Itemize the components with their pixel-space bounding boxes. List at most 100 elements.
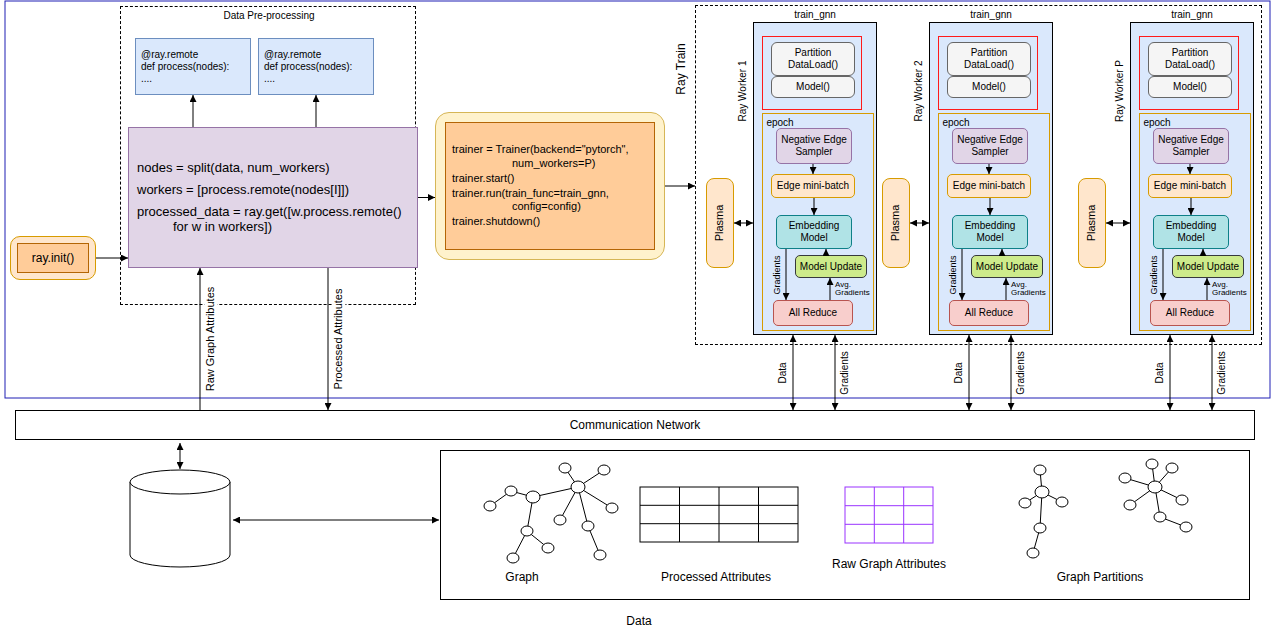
box-heading: Plasma <box>889 205 902 242</box>
database-symbol <box>130 470 230 567</box>
edge-label-holder: Gradients <box>947 254 958 295</box>
connector <box>962 249 963 300</box>
box-heading: Ray Worker P <box>1114 60 1126 122</box>
connector <box>193 95 194 127</box>
update-box: Model Update <box>795 255 867 278</box>
label-holder: Ray Train <box>674 43 688 94</box>
text-area: Embedding Model <box>1154 216 1228 248</box>
edge-label: Gradients <box>839 350 851 395</box>
epoch-loop: epochNegative Edge SamplerEdge mini-batc… <box>762 113 874 331</box>
label-holder: epoch <box>1143 117 1170 129</box>
allreduce-box: All Reduce <box>773 300 853 326</box>
text-area: Negative Edge Sampler <box>953 129 1027 163</box>
database-top <box>130 470 230 494</box>
box-text: Partition DataLoad() <box>775 47 851 71</box>
box-heading: epoch <box>1143 117 1170 129</box>
dashed-group: Data Pre-processing @ray.remotedef proces… <box>120 6 416 305</box>
box-text: All Reduce <box>965 307 1013 319</box>
edge-label-holder: Gradients <box>1015 350 1027 395</box>
label-holder: epoch <box>766 117 793 129</box>
connector <box>665 186 695 187</box>
edge-label: Processed Attributes <box>332 288 345 391</box>
text-area: @ray.remotedef process(nodes):.... <box>136 39 250 94</box>
edge-label: Gradients <box>771 254 782 295</box>
connector <box>1191 198 1192 215</box>
box-text: Edge mini-batch <box>1154 180 1226 192</box>
edge-label-holder: Data <box>953 361 965 384</box>
box-heading: epoch <box>766 117 793 129</box>
text-area: Embedding Model <box>953 216 1027 248</box>
text-area: Negative Edge Sampler <box>777 129 851 163</box>
connector <box>734 223 753 224</box>
text-area: Model() <box>772 77 854 97</box>
graph-vertex <box>505 486 517 496</box>
box-heading: Data <box>626 614 651 628</box>
edge-label: Data <box>953 361 965 384</box>
box-heading: Ray Worker 2 <box>913 61 925 122</box>
sampler-box: Negative Edge Sampler <box>952 128 1028 164</box>
box-text: Communication Network <box>570 418 701 432</box>
box-text: All Reduce <box>1166 307 1214 319</box>
connector <box>835 335 836 410</box>
box-heading: Ray Train <box>674 43 688 94</box>
box-text: trainer.start() <box>452 172 648 185</box>
edge-label: Gradients <box>1015 350 1027 395</box>
box-text: trainer = Trainer(backend="pytorch", num… <box>452 143 648 169</box>
box-text: Partition DataLoad() <box>1152 47 1228 71</box>
box-text: Embedding Model <box>1157 220 1225 244</box>
connector <box>96 258 128 259</box>
sampler-box: Negative Edge Sampler <box>1153 128 1229 164</box>
text-area: All Reduce <box>950 301 1028 325</box>
text-area: Partition DataLoad() <box>772 43 854 75</box>
text-area: Partition DataLoad() <box>1149 43 1231 75</box>
label-holder: Data Pre-processing <box>223 10 314 22</box>
table-frame <box>845 487 933 543</box>
text-area: Edge mini-batch <box>1149 175 1231 197</box>
box-text: ray.init() <box>32 251 74 265</box>
graph-edges <box>1125 464 1186 527</box>
graph-vertex <box>554 515 566 525</box>
connector <box>813 164 814 174</box>
edge-label: Data <box>1154 361 1166 384</box>
allreduce-box: All Reduce <box>1150 300 1230 326</box>
connector <box>793 335 794 410</box>
box-text: Negative Edge Sampler <box>780 134 848 158</box>
edge-label-holder: Data <box>1154 361 1166 384</box>
edge-label: Gradients <box>1216 350 1228 395</box>
edge-label-holder: Data <box>777 361 789 384</box>
edge-label: Avg. Gradients <box>834 281 872 298</box>
connector <box>1190 164 1191 174</box>
graph-vertex <box>1180 522 1192 532</box>
label-holder: train_gnn <box>970 9 1012 21</box>
edge-label-holder: Processed Attributes <box>332 288 345 391</box>
text-area: All Reduce <box>1151 301 1229 325</box>
box-text: nodes = split(data, num_workers) <box>137 160 409 176</box>
edge-label-holder: Gradients <box>839 350 851 395</box>
text-area: Model Update <box>796 256 866 277</box>
update-box: Model Update <box>1172 255 1244 278</box>
box-heading: train_gnn <box>970 9 1012 21</box>
edge-label-holder: Raw Graph Attributes <box>204 286 217 393</box>
graph-vertex <box>484 501 496 511</box>
graph-vertex <box>1019 498 1031 508</box>
text-area: Edge mini-batch <box>948 175 1030 197</box>
embedding-box: Embedding Model <box>776 215 852 249</box>
plasma-store: Plasma <box>706 178 734 268</box>
box-text: Model() <box>972 81 1006 93</box>
connector <box>1002 249 1003 255</box>
box-text: All Reduce <box>789 307 837 319</box>
text-area: Communication Network <box>16 411 1254 439</box>
graph-vertex <box>526 491 540 503</box>
box-heading: Plasma <box>1085 205 1098 242</box>
label-holder: Raw Graph Attributes <box>832 557 946 571</box>
edge-label-holder: Avg. Gradients <box>1010 281 1048 298</box>
box-heading: train_gnn <box>1171 9 1213 21</box>
connector <box>910 223 929 224</box>
label-holder: Processed Attributes <box>661 570 771 584</box>
partition-illustration <box>1019 459 1192 558</box>
box-text: .... <box>141 73 245 85</box>
text-area: Partition DataLoad() <box>948 43 1030 75</box>
text-area: Model Update <box>972 256 1042 277</box>
